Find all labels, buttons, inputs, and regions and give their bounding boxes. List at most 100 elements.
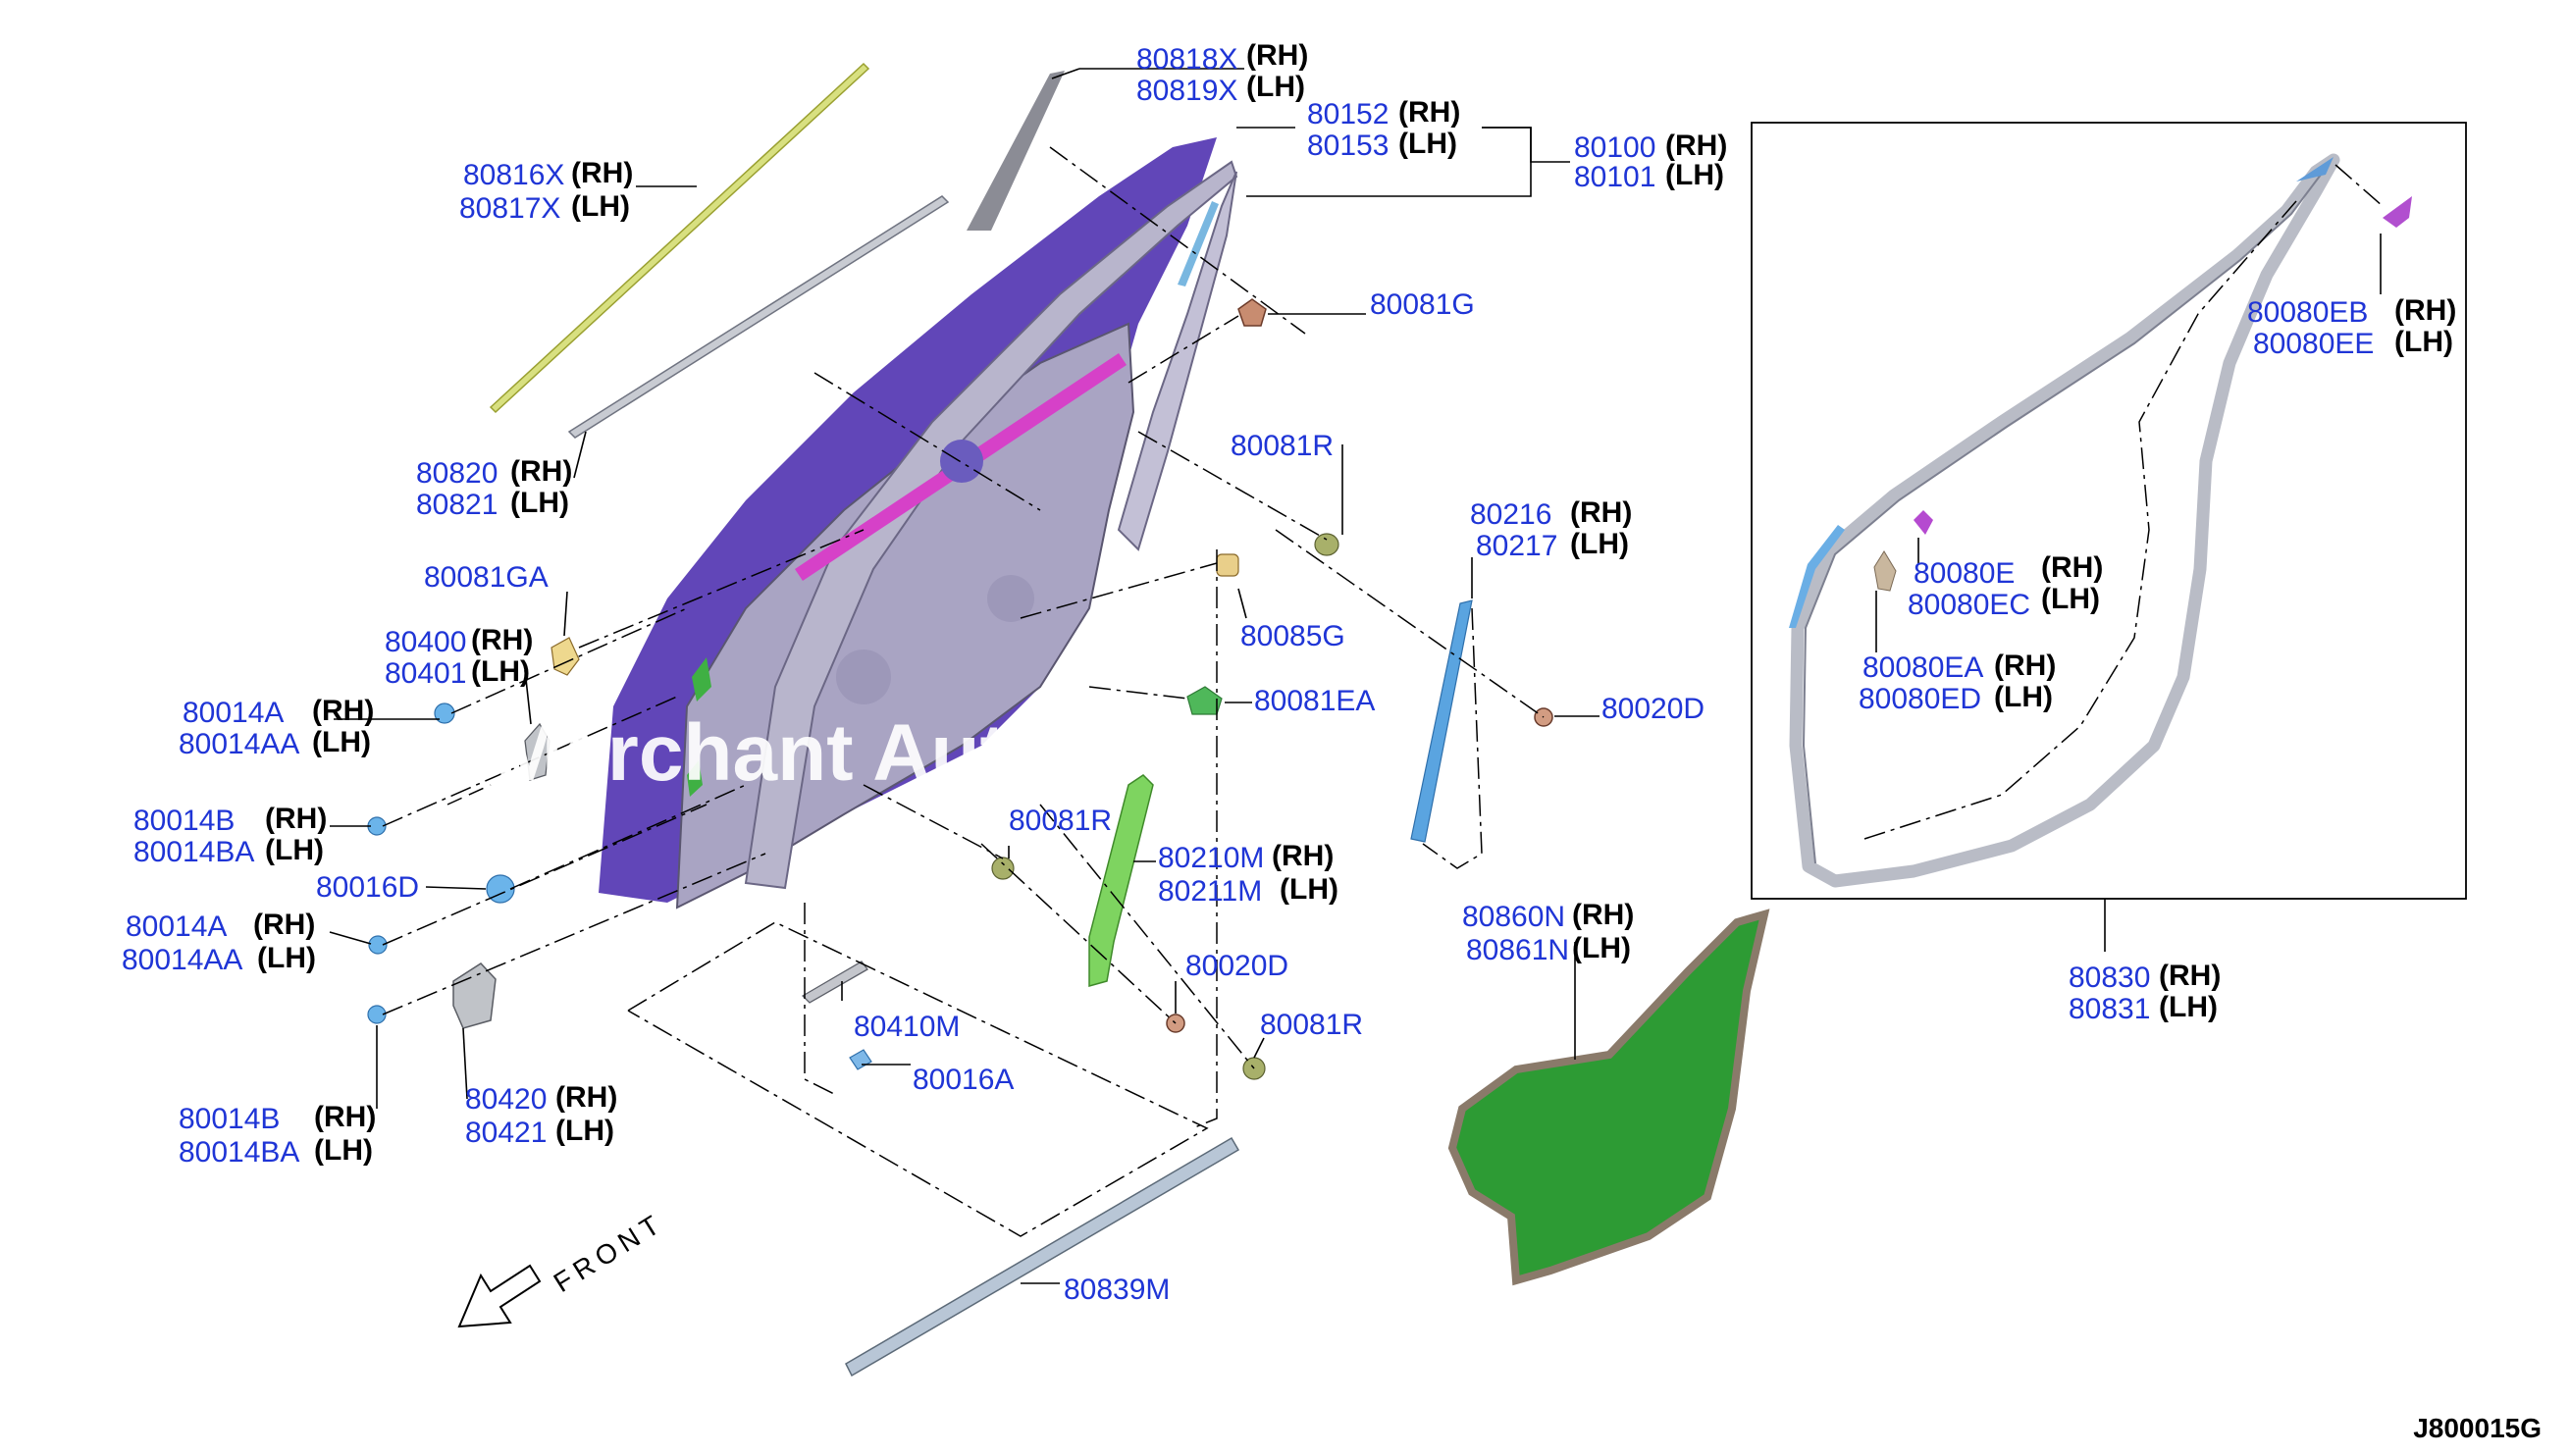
callout-c22-pn0[interactable]: 80081R <box>1260 1009 1363 1041</box>
clip-80081EA[interactable] <box>1186 686 1223 715</box>
weatherstrip-inner-line <box>1802 174 2322 864</box>
sash-80818X[interactable] <box>967 71 1065 231</box>
callout-c27-pn1[interactable]: 80861N <box>1466 934 1569 966</box>
callout-c23-pn0[interactable]: 80016A <box>913 1064 1014 1096</box>
callout-c29-pn1[interactable]: 80080EC <box>1908 589 2030 621</box>
front-label: FRONT <box>549 1207 670 1298</box>
callout-c28-pn1[interactable]: 80080EE <box>2253 328 2374 360</box>
bolt-80014A-top[interactable] <box>434 702 455 724</box>
callout-c7-pn0[interactable]: 80081R <box>1231 430 1334 462</box>
callout-c14-pn0[interactable]: 80014A <box>183 697 284 729</box>
callout-c3-pn0[interactable]: 80100 <box>1574 131 1655 164</box>
callout-c2-pn0[interactable]: 80152 <box>1307 98 1389 130</box>
glass-run-80820[interactable] <box>567 195 950 439</box>
bolt-80014B-low[interactable] <box>367 1005 387 1024</box>
bumper-80085G[interactable] <box>1216 553 1239 577</box>
callout-c31-side0: (RH) <box>2159 960 2221 992</box>
callout-c6-pn1[interactable]: 80821 <box>416 489 498 521</box>
callout-labels: 80818X (RH) 80819X (LH) 80152 (RH) 80153… <box>122 39 2456 1306</box>
plug-80081R-top[interactable] <box>1314 533 1339 556</box>
callout-c17-pn0[interactable]: 80210M <box>1158 842 1264 874</box>
callout-c30-pn1[interactable]: 80080ED <box>1859 683 1981 715</box>
clip-80080EB[interactable] <box>2383 196 2412 228</box>
inset-frame <box>1751 122 2467 900</box>
callout-c31-pn0[interactable]: 80830 <box>2069 962 2150 994</box>
callout-c4-pn0[interactable]: 80816X <box>463 159 564 191</box>
callout-c20-pn0[interactable]: 80020D <box>1185 950 1288 982</box>
callout-c11-side0: (RH) <box>471 624 533 656</box>
callout-c14-pn1[interactable]: 80014AA <box>179 728 299 760</box>
callout-c25-pn1[interactable]: 80421 <box>465 1117 547 1149</box>
callout-c30-side1: (LH) <box>1994 681 2053 713</box>
callout-c26-pn0[interactable]: 80839M <box>1064 1274 1170 1306</box>
callout-c14-side0: (RH) <box>312 695 374 727</box>
callout-c17-pn1[interactable]: 80211M <box>1158 875 1262 908</box>
callout-c16-pn0[interactable]: 80081R <box>1009 805 1112 837</box>
callout-c15-pn0[interactable]: 80014B <box>133 805 235 837</box>
callout-c4-side1: (LH) <box>571 190 630 223</box>
check-link-80410M[interactable] <box>801 961 868 1004</box>
callout-c19-pn0[interactable]: 80014A <box>126 910 227 943</box>
callout-c13-pn0[interactable]: 80020D <box>1601 693 1705 725</box>
callout-c2-pn1[interactable]: 80153 <box>1307 130 1389 162</box>
hinge-face-green <box>692 657 711 702</box>
door-weatherstrip-80830[interactable] <box>1789 153 2340 888</box>
clip-80081GA[interactable] <box>551 637 580 676</box>
clip-80080EA[interactable] <box>1873 550 1897 592</box>
diagram-code: J800015G <box>2413 1413 2542 1443</box>
callout-c10-pn0[interactable]: 80085G <box>1240 620 1345 652</box>
callout-c25-pn0[interactable]: 80420 <box>465 1083 547 1116</box>
callout-c19-pn1[interactable]: 80014AA <box>122 944 242 976</box>
callout-c12-pn0[interactable]: 80081EA <box>1254 685 1375 717</box>
callout-c8-side0: (RH) <box>1570 496 1632 529</box>
callout-c17-side0: (RH) <box>1272 840 1334 872</box>
clip-80080E[interactable] <box>1914 510 1933 535</box>
callout-c3-pn1[interactable]: 80101 <box>1574 161 1655 193</box>
callout-c8-pn0[interactable]: 80216 <box>1470 498 1551 531</box>
bolt-80014A-low[interactable] <box>368 935 388 955</box>
bolt-80016A[interactable] <box>849 1049 872 1070</box>
sealing-screen-80860N[interactable] <box>1447 909 1770 1286</box>
callout-c28-pn0[interactable]: 80080EB <box>2247 296 2368 329</box>
callout-c3-side1: (LH) <box>1665 159 1724 191</box>
watermark-text: Merchant Auto <box>496 708 1056 798</box>
door-panel-80100[interactable] <box>599 137 1238 910</box>
callout-c2-side0: (RH) <box>1398 96 1460 129</box>
callout-c24-side0: (RH) <box>314 1101 376 1133</box>
callout-c28-side0: (RH) <box>2394 294 2456 327</box>
callout-c31-pn1[interactable]: 80831 <box>2069 993 2150 1025</box>
hinge-80400[interactable] <box>524 722 551 781</box>
callout-c9-pn0[interactable]: 80081GA <box>424 561 549 594</box>
callout-c15-pn1[interactable]: 80014BA <box>133 836 254 868</box>
callout-c1-pn1[interactable]: 80819X <box>1136 75 1237 107</box>
glass-run-80816X[interactable] <box>489 62 870 414</box>
callout-c24-pn1[interactable]: 80014BA <box>179 1136 299 1169</box>
callout-c24-pn0[interactable]: 80014B <box>179 1103 280 1135</box>
guide-80210M[interactable] <box>1088 774 1154 987</box>
callout-c6-pn0[interactable]: 80820 <box>416 457 498 490</box>
bolt-80016D[interactable] <box>486 874 515 904</box>
hinge-80420[interactable] <box>452 962 497 1029</box>
plug-80081R-mid[interactable] <box>991 857 1015 880</box>
weatherstrip-blue-end <box>1789 525 1845 628</box>
callout-c1-side1: (LH) <box>1246 71 1305 103</box>
callout-c5-pn0[interactable]: 80081G <box>1370 288 1475 321</box>
callout-c19-side1: (LH) <box>257 942 316 974</box>
callout-c30-pn0[interactable]: 80080EA <box>1862 651 1983 684</box>
door-hole-3 <box>987 575 1034 622</box>
callout-c18-pn0[interactable]: 80016D <box>316 871 419 904</box>
callout-c21-pn0[interactable]: 80410M <box>854 1011 960 1043</box>
callout-c2-side1: (LH) <box>1398 128 1457 160</box>
callout-c11-pn1[interactable]: 80401 <box>385 657 466 690</box>
callout-c11-pn0[interactable]: 80400 <box>385 626 466 658</box>
callout-c4-pn1[interactable]: 80817X <box>459 192 560 225</box>
moulding-80839M[interactable] <box>845 1136 1240 1378</box>
callout-c27-pn0[interactable]: 80860N <box>1462 901 1565 933</box>
small-parts <box>367 298 1770 1378</box>
callout-c29-pn0[interactable]: 80080E <box>1914 557 2015 590</box>
callout-c8-pn1[interactable]: 80217 <box>1476 530 1557 562</box>
channel-80216[interactable] <box>1410 599 1473 843</box>
clip-80081G[interactable] <box>1237 298 1267 327</box>
callout-c1-pn0[interactable]: 80818X <box>1136 43 1237 76</box>
